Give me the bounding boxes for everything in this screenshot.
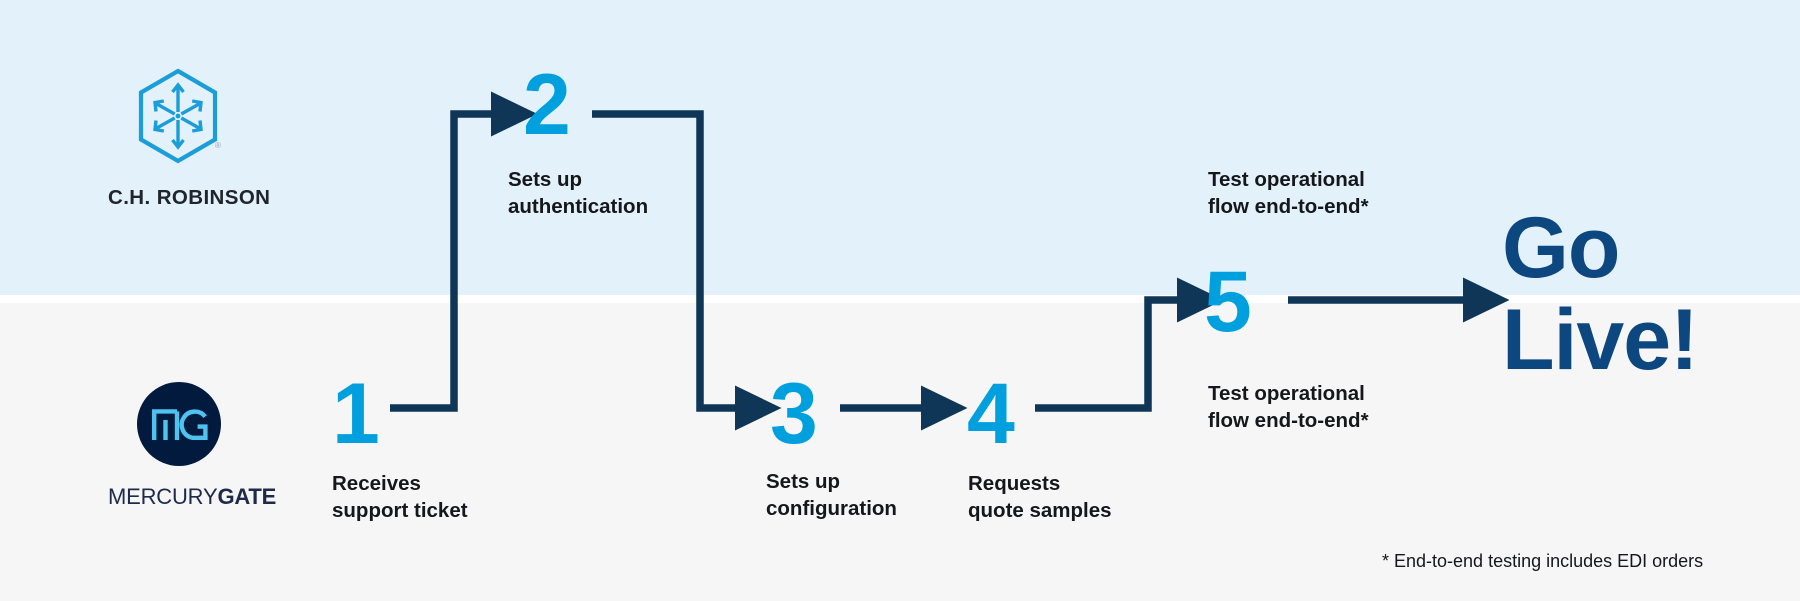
- go-live-label: Go Live!: [1502, 200, 1699, 389]
- mercurygate-wordmark-light: MERCURY: [108, 484, 218, 509]
- lane-chrobinson: [0, 0, 1800, 295]
- svg-text:®: ®: [215, 141, 221, 150]
- step-number-1: 1: [332, 366, 380, 462]
- step-number-5: 5: [1204, 254, 1252, 350]
- step-caption-5-top: Test operational flow end-to-end*: [1208, 168, 1369, 219]
- mercurygate-wordmark: MERCURYGATE: [108, 484, 276, 510]
- step-number-2: 2: [523, 57, 571, 153]
- chrobinson-logo: ® C.H. ROBINSON: [108, 68, 271, 210]
- step-caption-5-bottom: Test operational flow end-to-end*: [1208, 382, 1369, 433]
- lane-divider: [0, 295, 1800, 303]
- lane-mercurygate: [0, 303, 1800, 601]
- step-caption-4: Requests quote samples: [968, 472, 1112, 523]
- step-number-4: 4: [967, 366, 1015, 462]
- mg-monogram-icon: [137, 382, 221, 466]
- mercurygate-wordmark-bold: GATE: [217, 484, 277, 509]
- step-caption-3: Sets up configuration: [766, 470, 897, 521]
- step-caption-1: Receives support ticket: [332, 472, 468, 523]
- chrobinson-wordmark: C.H. ROBINSON: [108, 186, 271, 209]
- step-caption-2: Sets up authentication: [508, 168, 649, 219]
- footnote: * End-to-end testing includes EDI orders: [1382, 551, 1704, 571]
- mercurygate-logo: MERCURYGATE: [108, 382, 276, 510]
- step-number-3: 3: [770, 366, 818, 462]
- hexagon-arrows-icon: ®: [108, 68, 248, 164]
